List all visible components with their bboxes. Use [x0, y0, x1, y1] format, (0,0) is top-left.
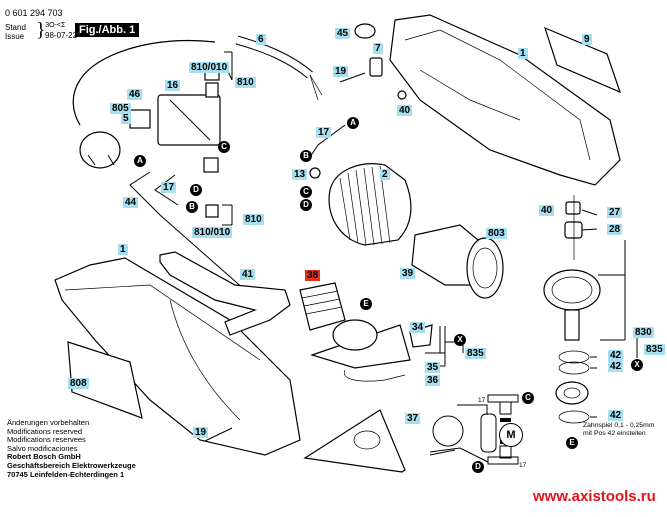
connector-x-right: X — [631, 359, 643, 371]
stator — [328, 163, 412, 246]
footer-address: 70745 Leinfelden-Echterdingen 1 — [7, 469, 125, 479]
part-label-803[interactable]: 803 — [486, 228, 507, 239]
part-label-9[interactable]: 9 — [582, 34, 592, 45]
part-label-36[interactable]: 36 — [425, 375, 441, 386]
part-label-42-c[interactable]: 42 — [608, 410, 624, 421]
part-label-44[interactable]: 44 — [123, 197, 139, 208]
housing-top — [389, 14, 621, 186]
part-label-17-mid[interactable]: 17 — [316, 127, 332, 138]
part-label-42-b[interactable]: 42 — [608, 361, 624, 372]
part-label-40-top[interactable]: 40 — [397, 105, 413, 116]
issue-date: 98-07-22 — [45, 31, 78, 40]
part-label-13[interactable]: 13 — [292, 169, 308, 180]
part-label-35[interactable]: 35 — [425, 362, 441, 373]
bearing — [555, 381, 589, 405]
connector-c-mid: C — [300, 186, 312, 198]
note-line-2: mit Pos 42 einstellen — [583, 430, 646, 437]
part-label-810-bottom[interactable]: 810 — [243, 214, 264, 225]
signature: ЗО-<Σ — [45, 22, 66, 29]
note-line-1: Zahnspiel 0,1 - 0,25mm — [583, 422, 655, 429]
part-label-28[interactable]: 28 — [607, 224, 623, 235]
sanding-pad — [303, 409, 406, 473]
part-label-46[interactable]: 46 — [127, 89, 143, 100]
dust-bag — [299, 282, 346, 331]
part-label-34[interactable]: 34 — [410, 322, 426, 333]
connector-a-mid: A — [347, 117, 359, 129]
footer-line-es: Salvo modificaciones — [7, 443, 78, 453]
watermark-link[interactable]: www.axistools.ru — [533, 488, 656, 505]
part-label-805[interactable]: 805 — [110, 103, 131, 114]
part-label-45[interactable]: 45 — [335, 28, 351, 39]
wire-label-17-bottom: 17 — [519, 462, 527, 469]
label-plate-808 — [67, 341, 143, 419]
part-number: 0 601 294 703 — [5, 8, 63, 18]
part-label-835-mid[interactable]: 835 — [465, 348, 486, 359]
part-label-38-highlighted[interactable]: 38 — [305, 270, 321, 281]
connector-c-left: C — [218, 141, 230, 153]
wire-label-17-top: 17 — [478, 397, 486, 404]
part-label-40-right[interactable]: 40 — [539, 205, 555, 216]
part-label-6[interactable]: 6 — [256, 34, 266, 45]
connector-b-mid: B — [300, 150, 312, 162]
part-label-41[interactable]: 41 — [240, 269, 256, 280]
part-label-19-bottom[interactable]: 19 — [193, 427, 209, 438]
footer-line-en: Modifications reserved — [7, 426, 83, 436]
connector-c-schematic: C — [522, 392, 534, 404]
housing-bottom — [54, 257, 301, 456]
part-label-810-010-top[interactable]: 810/010 — [189, 62, 230, 73]
part-label-5[interactable]: 5 — [121, 113, 131, 124]
footer-line-de: Änderungen vorbehalten — [7, 418, 90, 427]
part-label-1-top[interactable]: 1 — [518, 48, 528, 59]
wiring-schematic — [429, 394, 519, 465]
motor-symbol: M — [499, 423, 523, 447]
connector-e-baseplate: E — [360, 298, 372, 310]
part-label-19-top[interactable]: 19 — [333, 66, 349, 77]
part-label-17-left[interactable]: 17 — [161, 182, 177, 193]
issue-label: Issue — [5, 32, 25, 41]
part-label-37[interactable]: 37 — [405, 413, 421, 424]
stand-label: Stand — [5, 23, 26, 32]
plug — [79, 131, 121, 169]
part-label-830[interactable]: 830 — [633, 327, 654, 338]
connector-a-left: A — [134, 155, 146, 167]
label-plate-9 — [544, 26, 622, 94]
connector-x-mid: X — [454, 334, 466, 346]
connector-d-left: D — [190, 184, 202, 196]
part-label-27[interactable]: 27 — [607, 207, 623, 218]
part-label-16[interactable]: 16 — [165, 80, 181, 91]
part-label-835-right[interactable]: 835 — [644, 344, 665, 355]
footer-text: Änderungen vorbehalten Modifications res… — [7, 418, 136, 479]
connector-e-gear: E — [566, 437, 578, 449]
brace: } — [36, 19, 46, 41]
footer-division: Geschäftsbereich Elektrowerkzeuge — [7, 460, 136, 470]
clip-41 — [159, 251, 291, 336]
part-label-39[interactable]: 39 — [400, 268, 416, 279]
gear-backlash-note: Zahnspiel 0,1 - 0,25mm mit Pos 42 einste… — [583, 422, 654, 438]
figure-label: Fig./Abb. 1 — [75, 23, 140, 37]
footer-company: Robert Bosch GmbH — [7, 452, 81, 462]
part-label-810-top[interactable]: 810 — [235, 77, 256, 88]
part-label-808[interactable]: 808 — [68, 378, 89, 389]
part-label-810-010-bottom[interactable]: 810/010 — [192, 227, 233, 238]
stand-issue-labels: Stand Issue — [5, 23, 26, 41]
footer-line-fr: Modifications reservees — [7, 435, 86, 445]
switch — [157, 94, 221, 146]
part-label-1-bottom[interactable]: 1 — [118, 244, 128, 255]
part-label-7[interactable]: 7 — [373, 43, 383, 54]
part-label-42-a[interactable]: 42 — [608, 350, 624, 361]
connector-b-left: B — [186, 201, 198, 213]
part-label-2[interactable]: 2 — [380, 169, 390, 180]
bevel-gear — [543, 269, 601, 311]
connector-d-mid: D — [300, 199, 312, 211]
connector-d-schematic: D — [472, 461, 484, 473]
